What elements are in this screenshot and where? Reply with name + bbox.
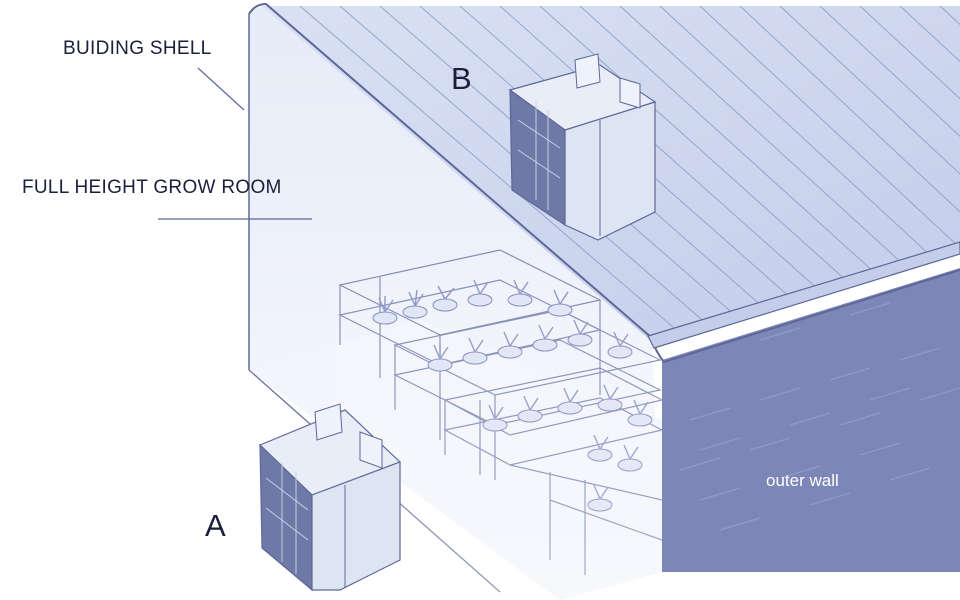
grow-room-label: FULL HEIGHT GROW ROOM bbox=[22, 177, 282, 198]
unit-b bbox=[508, 53, 657, 241]
mist-overlay bbox=[330, 225, 662, 600]
unit-b-label: B bbox=[451, 61, 472, 96]
outer-wall-label: outer wall bbox=[766, 471, 839, 490]
unit-a-label: A bbox=[205, 508, 226, 543]
outer-wall bbox=[662, 268, 960, 572]
building-shell-label: BUIDING SHELL bbox=[63, 38, 212, 59]
unit-a bbox=[258, 403, 402, 592]
leader-building-shell bbox=[197, 67, 245, 111]
